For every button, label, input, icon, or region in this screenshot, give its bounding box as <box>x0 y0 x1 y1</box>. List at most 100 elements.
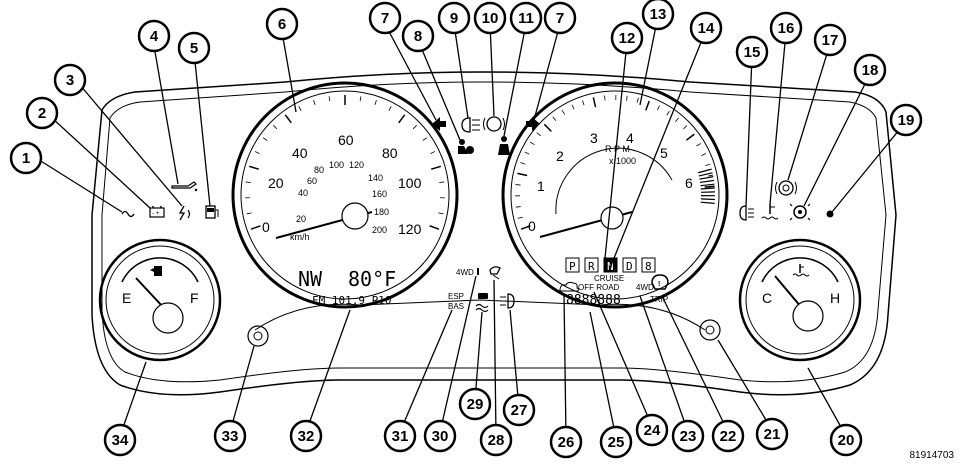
security-icon <box>490 267 500 279</box>
callout-label: 30 <box>432 428 449 445</box>
tick-mark <box>683 126 687 129</box>
tick-mark <box>246 182 251 183</box>
callout-label: 27 <box>511 402 528 419</box>
callout-7: 7 <box>370 3 400 33</box>
leader-29 <box>475 312 482 400</box>
fuel-gauge-hub <box>153 303 183 333</box>
fuel-empty-label: E <box>122 290 131 306</box>
callout-12: 7 <box>545 3 575 33</box>
callout-16: 15 <box>737 37 767 67</box>
tick-mark <box>637 98 638 103</box>
figure-id: 81914703 <box>910 450 955 461</box>
callout-label: 22 <box>720 428 737 445</box>
coolant-warning-icon <box>762 204 778 219</box>
cloud-icon <box>560 282 579 291</box>
tick-mark <box>431 151 436 153</box>
leader-16 <box>770 32 786 204</box>
rpm-tick-5: 5 <box>660 145 668 161</box>
callout-23: 22 <box>713 421 743 451</box>
kmh-tick-20: 20 <box>296 214 306 224</box>
rpm-tick-3: 3 <box>590 130 598 146</box>
callout-label: 20 <box>838 432 855 449</box>
callout-10: 10 <box>475 3 505 33</box>
engine-warning-icon <box>790 204 810 220</box>
tick-mark <box>389 106 391 110</box>
leader-19 <box>832 124 904 212</box>
tick-mark <box>518 217 523 218</box>
kmh-tick-120: 120 <box>349 160 364 170</box>
outside-temperature: 80°F <box>348 267 396 291</box>
callout-5: 5 <box>179 33 209 63</box>
callout-label: 29 <box>467 396 484 413</box>
tick-mark <box>431 166 441 169</box>
callout-21: 20 <box>831 425 861 455</box>
svg-text:- +: - + <box>152 211 160 217</box>
callout-11: 11 <box>511 3 541 33</box>
callout-label: 17 <box>822 32 839 49</box>
callout-label: 31 <box>392 428 409 445</box>
rear-fog-light-icon <box>740 206 754 220</box>
leader-5 <box>194 52 210 206</box>
tick-mark <box>593 97 595 107</box>
tick-mark <box>544 124 551 131</box>
temperature-gauge: C H <box>740 240 860 360</box>
tick-mark <box>360 96 361 101</box>
tick-mark <box>627 96 628 101</box>
leader-18 <box>804 74 870 206</box>
callout-17: 16 <box>771 13 801 43</box>
rpm-tick-0: 0 <box>528 218 536 234</box>
speedometer: 0 20 40 60 80 100 120 20 40 60 80 100 12… <box>233 83 457 307</box>
gear-8: 8 <box>645 260 652 273</box>
gear-p: P <box>569 260 576 273</box>
callout-label: 26 <box>558 434 575 451</box>
tick-mark <box>701 154 706 156</box>
callout-label: 5 <box>190 40 198 57</box>
airbag-icon <box>458 139 474 154</box>
callout-25: 24 <box>637 415 667 445</box>
abs-warning-icon <box>484 117 505 131</box>
traction-control-icon <box>476 293 488 312</box>
battery-icon: - + <box>150 206 164 217</box>
redline-hatch <box>700 180 714 182</box>
tick-mark <box>438 213 443 214</box>
kmh-tick-60: 60 <box>307 176 317 186</box>
callout-15: 14 <box>691 13 721 43</box>
callout-29: 28 <box>481 425 511 455</box>
gear-odometer-display: P R N D 8 CRUISE OFF ROAD 4WD 8888888 TR… <box>560 258 668 308</box>
speedometer-inner-ring <box>241 91 449 299</box>
speed-tick-40: 40 <box>292 145 308 161</box>
compass-heading: NW <box>298 267 323 291</box>
speedometer-hub <box>342 203 368 229</box>
rpm-tick-6: 6 <box>685 175 693 191</box>
callout-label: 15 <box>744 44 761 61</box>
tick-mark <box>553 117 556 121</box>
right-turn-signal-icon <box>526 117 540 131</box>
brake-warning-icon <box>776 181 797 195</box>
cluster-bezel-inner <box>102 82 886 382</box>
tick-mark <box>705 186 715 187</box>
leader-27 <box>510 310 519 408</box>
tachometer-hub <box>601 207 623 229</box>
leader-26 <box>564 294 566 438</box>
temp-gauge-hub <box>793 301 823 331</box>
callout-label: 18 <box>862 62 879 79</box>
callout-label: 2 <box>38 105 46 122</box>
leader-17 <box>788 44 830 180</box>
bas-indicator: BAS <box>448 302 464 311</box>
four-wd-indicator: 4WD <box>636 283 654 292</box>
rpm-tick-2: 2 <box>556 148 564 164</box>
leader-10 <box>490 24 494 116</box>
tick-mark <box>708 175 713 176</box>
leader-21 <box>718 340 772 430</box>
callout-label: 10 <box>482 10 499 27</box>
seat-belt-icon <box>498 136 510 155</box>
redline-hatch <box>700 184 714 186</box>
callout-label: 6 <box>278 16 286 33</box>
tick-mark <box>251 226 260 229</box>
callout-20: 19 <box>891 105 921 135</box>
speed-tick-20: 20 <box>268 175 284 191</box>
redline-hatch <box>698 169 712 173</box>
speed-tick-100: 100 <box>398 175 422 191</box>
callout-label: 16 <box>778 20 795 37</box>
